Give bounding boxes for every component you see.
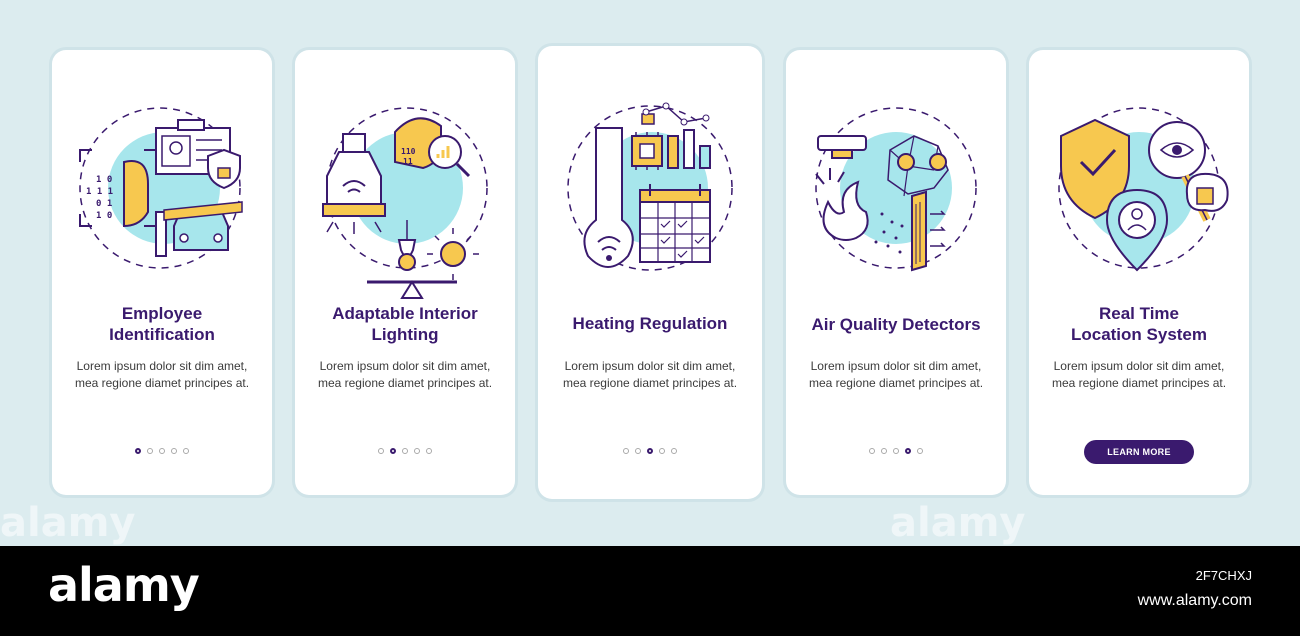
onboarding-card-location-system: Real Time Location System Lorem ipsum do… bbox=[1029, 50, 1249, 495]
onboarding-card-employee-identification: 1 0 1 1 1 0 1 1 0 Employee Identificatio… bbox=[52, 50, 272, 495]
card-title: Air Quality Detectors bbox=[811, 314, 981, 334]
pagination-dot[interactable] bbox=[402, 448, 408, 454]
learn-more-button[interactable]: LEARN MORE bbox=[1084, 440, 1194, 464]
pagination-dot[interactable] bbox=[159, 448, 165, 454]
pagination-dot[interactable] bbox=[671, 448, 677, 454]
location-system-icon bbox=[1058, 107, 1229, 272]
card-description: Lorem ipsum dolor sit dim amet, mea regi… bbox=[808, 359, 984, 390]
onboarding-canvas: 1 0 1 1 1 0 1 1 0 Employee Identificatio… bbox=[0, 46, 1249, 546]
card-description: Lorem ipsum dolor sit dim amet, mea regi… bbox=[1051, 359, 1227, 390]
card-title: Adaptable Interior Lighting bbox=[332, 304, 478, 344]
pagination-dot[interactable] bbox=[623, 448, 629, 454]
pagination-dot-active[interactable] bbox=[135, 448, 141, 454]
pagination-dots bbox=[295, 448, 515, 454]
pagination-dots bbox=[52, 448, 272, 454]
employee-id-icon: 1 0 1 1 1 0 1 1 0 bbox=[79, 107, 243, 269]
watermark-text: alamy bbox=[890, 500, 1026, 546]
svg-text:11: 11 bbox=[403, 157, 413, 166]
pagination-dot[interactable] bbox=[869, 448, 875, 454]
pagination-dot[interactable] bbox=[414, 448, 420, 454]
pagination-dots bbox=[786, 448, 1006, 454]
card-title: Employee Identification bbox=[109, 304, 215, 344]
watermark-text: alamy bbox=[0, 500, 136, 546]
card-title: Heating Regulation bbox=[572, 313, 728, 333]
stock-footer-bar: alamy 2F7CHXJ www.alamy.com bbox=[0, 546, 1300, 636]
card-description: Lorem ipsum dolor sit dim amet, mea regi… bbox=[74, 359, 250, 390]
pagination-dot[interactable] bbox=[378, 448, 384, 454]
pagination-dot[interactable] bbox=[147, 448, 153, 454]
svg-text:110: 110 bbox=[401, 147, 416, 156]
site-url: www.alamy.com bbox=[1137, 592, 1252, 609]
onboarding-card-adaptable-lighting: 110 11 Adaptable Interior Lighting Lorem… bbox=[295, 50, 515, 495]
brand-logo: alamy bbox=[48, 558, 200, 612]
pagination-dots bbox=[538, 448, 762, 454]
card-description: Lorem ipsum dolor sit dim amet, mea regi… bbox=[562, 359, 738, 390]
pagination-dot[interactable] bbox=[893, 448, 899, 454]
pagination-dot[interactable] bbox=[881, 448, 887, 454]
binary-row: 1 0 bbox=[96, 175, 112, 185]
pagination-dot[interactable] bbox=[426, 448, 432, 454]
binary-row: 1 0 bbox=[96, 211, 112, 221]
image-id: 2F7CHXJ bbox=[1195, 568, 1252, 583]
binary-row: 0 1 bbox=[96, 199, 112, 209]
onboarding-card-air-quality: Air Quality Detectors Lorem ipsum dolor … bbox=[786, 50, 1006, 495]
card-title: Real Time Location System bbox=[1070, 304, 1208, 344]
binary-row: 1 1 1 bbox=[86, 187, 113, 197]
pagination-dot[interactable] bbox=[917, 448, 923, 454]
card-description: Lorem ipsum dolor sit dim amet, mea regi… bbox=[317, 359, 493, 390]
pagination-dot[interactable] bbox=[171, 448, 177, 454]
pagination-dot[interactable] bbox=[659, 448, 665, 454]
interior-lighting-icon: 110 11 bbox=[322, 107, 488, 299]
pagination-dot-active[interactable] bbox=[390, 448, 396, 454]
pagination-dot[interactable] bbox=[183, 448, 189, 454]
pagination-dot[interactable] bbox=[635, 448, 641, 454]
air-quality-icon bbox=[815, 107, 977, 272]
onboarding-card-heating-regulation: Heating Regulation Lorem ipsum dolor sit… bbox=[538, 46, 762, 499]
pagination-dot-active[interactable] bbox=[905, 448, 911, 454]
heating-regulation-icon bbox=[567, 102, 733, 271]
pagination-dot-active[interactable] bbox=[647, 448, 653, 454]
